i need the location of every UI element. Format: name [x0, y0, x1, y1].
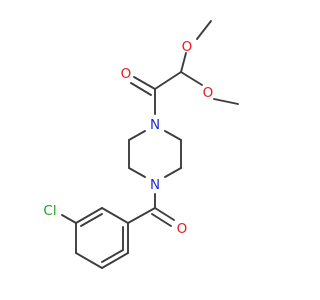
- bond-ch-carbonyl: [154, 71, 182, 90]
- bond-benzoyl-o-b: [151, 213, 172, 227]
- bond-benz-1: [101, 207, 129, 224]
- atom-o-methoxy1: O: [182, 39, 193, 55]
- bond-benz-5: [101, 252, 129, 269]
- bond-benzoyl-o-a: [154, 207, 175, 221]
- bond-benz-inner-2: [101, 249, 124, 263]
- bond-benz-4: [75, 252, 103, 269]
- chemical-structure: O O O N N O Cl: [43, 20, 239, 269]
- bond-ch-o-right: [180, 71, 203, 86]
- bond-ring-3: [164, 167, 182, 178]
- bond-carbonyl-o-b: [130, 82, 152, 96]
- atom-o-methoxy2: O: [203, 85, 214, 101]
- atom-o-benzoyl: O: [177, 221, 188, 237]
- bond-ring-6: [128, 130, 146, 141]
- bond-o-methyl2: [213, 98, 239, 105]
- atom-labels: O O O N N O Cl: [43, 39, 213, 237]
- structure-canvas: O O O N N O Cl: [43, 20, 239, 269]
- bond-ring-4: [128, 167, 146, 178]
- bonds: [61, 20, 239, 269]
- atom-o-ketone: O: [121, 66, 132, 82]
- bond-carbonyl-o-a: [133, 76, 156, 90]
- bond-benz-inner-1: [80, 213, 103, 227]
- atom-n-top: N: [150, 117, 160, 133]
- bond-ring-1: [164, 130, 182, 141]
- bond-benzoyl-ring: [127, 207, 156, 224]
- bond-benz-2: [75, 207, 103, 224]
- bond-methyl1-o: [196, 20, 212, 40]
- bond-ring-cl: [61, 214, 77, 224]
- bond-o-ch-top: [180, 52, 187, 73]
- atom-cl: Cl: [43, 203, 56, 219]
- atom-n-bottom: N: [150, 177, 160, 193]
